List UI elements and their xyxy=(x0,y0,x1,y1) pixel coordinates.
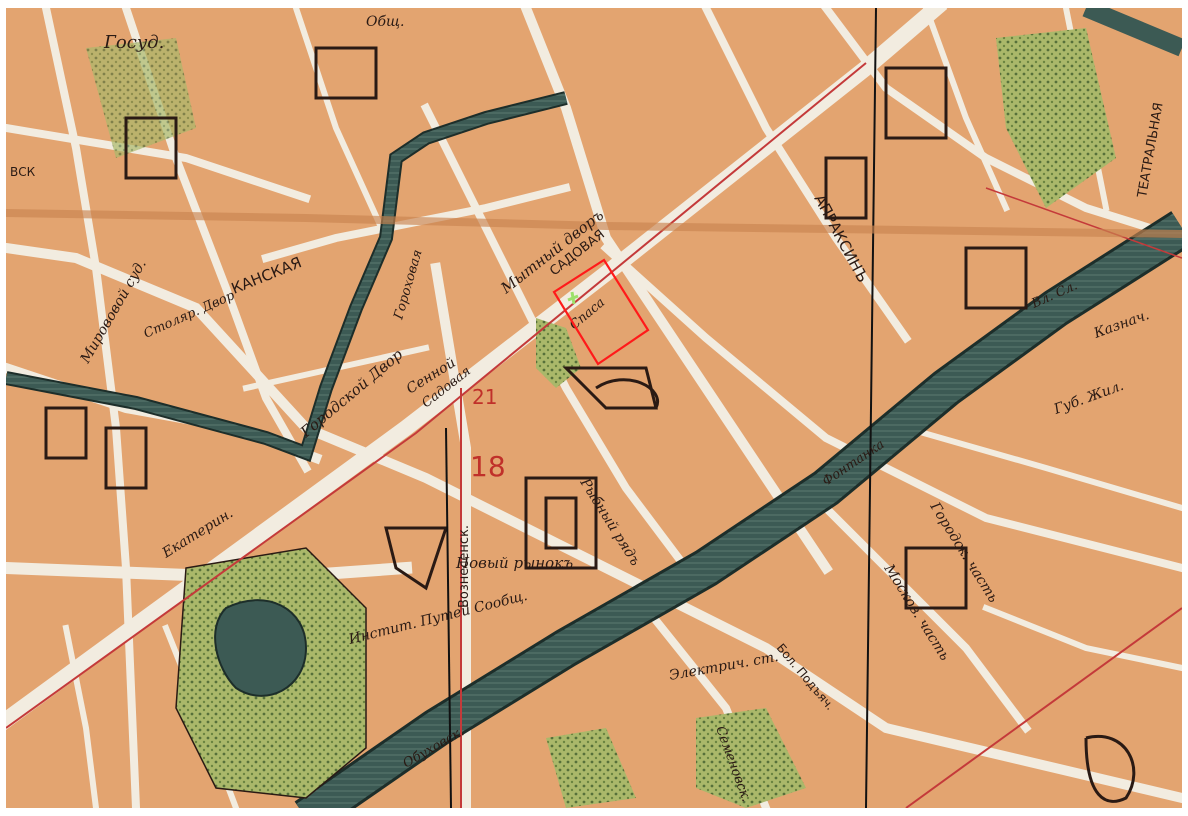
street-network xyxy=(6,8,1182,808)
city-map[interactable]: 18 21 Госуд. Общ. ВСК Столяр. Двор Миров… xyxy=(6,8,1182,808)
district-number: 18 xyxy=(470,450,506,483)
highlight-box[interactable]: selection xyxy=(6,8,650,366)
district-number-alt: 21 xyxy=(472,385,497,409)
tram-line-1 xyxy=(6,62,867,729)
label-novy-rynok: Новый рынокъ xyxy=(455,554,573,572)
label-vsk: ВСК xyxy=(10,165,36,179)
park-ne xyxy=(996,28,1116,208)
buildings xyxy=(44,46,1136,803)
map-fold xyxy=(6,209,1182,238)
label-voznesensky: Вознесенск. xyxy=(457,525,472,608)
survey-line-vertical xyxy=(865,8,877,808)
label-obshch: Общ. xyxy=(366,14,405,30)
label-gosud: Госуд. xyxy=(103,32,164,53)
map-frame[interactable]: 18 21 Госуд. Общ. ВСК Столяр. Двор Миров… xyxy=(6,8,1182,808)
tram-line-3 xyxy=(905,607,1182,808)
target-marker-icon xyxy=(567,291,579,305)
